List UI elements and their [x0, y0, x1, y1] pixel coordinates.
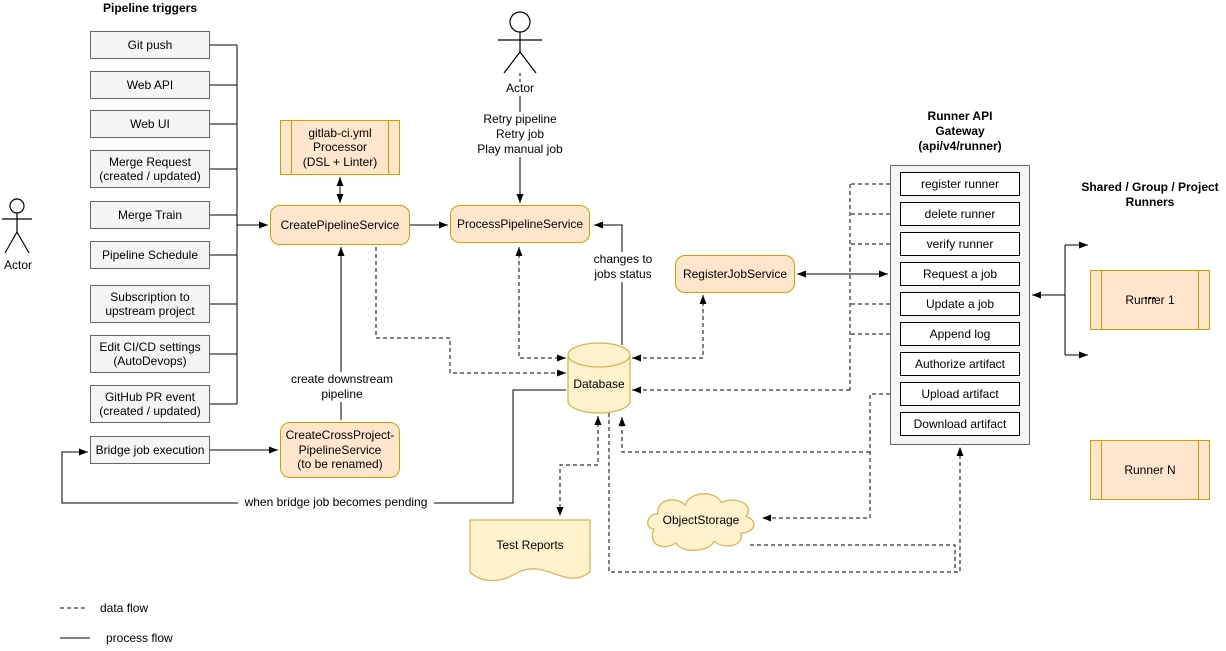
create-cross-project-pipeline-service: CreateCrossProject- PipelineService (to … [280, 422, 400, 478]
edge-createpipeline-to-db [375, 247, 566, 377]
trigger-merge-train: Merge Train [90, 201, 210, 229]
edge-db-to-process-status [594, 221, 623, 345]
trigger-github-pr-event: GitHub PR event (created / updated) [90, 385, 210, 423]
endpoint-download-artifact: Download artifact [900, 412, 1020, 436]
edge-objectstorage-to-download [750, 544, 956, 572]
trigger-pipeline-schedule: Pipeline Schedule [90, 241, 210, 269]
edge-upload-to-db [618, 417, 870, 453]
edge-registerjob-db [632, 295, 707, 362]
runner-n: Runner N [1090, 440, 1210, 500]
endpoint-update-a-job: Update a job [900, 292, 1020, 316]
actor-top-icon [498, 11, 542, 82]
actor-top-label: Actor [505, 81, 534, 95]
endpoint-append-log: Append log [900, 322, 1020, 346]
process-pipeline-service: ProcessPipelineService [450, 205, 590, 243]
gitlab-ci-yml-processor: gitlab-ci.yml Processor (DSL + Linter) [280, 120, 400, 175]
test-reports-label: Test Reports [496, 538, 564, 552]
actor-left-icon [2, 198, 32, 254]
legend-process-flow-label: process flow [106, 631, 173, 645]
trigger-git-push: Git push [90, 31, 210, 59]
trigger-web-api: Web API [90, 71, 210, 99]
edge-gateway-db-bus [849, 183, 890, 390]
actor-top-actions: Retry pipeline Retry job Play manual job [458, 112, 582, 157]
edge-db-testreports [556, 416, 602, 516]
endpoint-authorize-artifact: Authorize artifact [900, 352, 1020, 376]
object-storage-cloud [647, 493, 755, 551]
edge-label-bridge-pending: when bridge job becomes pending [238, 495, 434, 510]
trigger-subscription-upstream: Subscription to upstream project [90, 285, 210, 323]
edge-label-create-downstream: create downstream pipeline [282, 372, 402, 402]
test-reports-document [469, 519, 591, 582]
runners-title: Shared / Group / Project Runners [1081, 180, 1219, 209]
register-job-service: RegisterJobService [675, 255, 795, 293]
legend-data-flow-label: data flow [100, 601, 149, 615]
database-label: Database [573, 377, 625, 391]
trigger-web-ui: Web UI [90, 110, 210, 138]
endpoint-delete-runner: delete runner [900, 202, 1020, 226]
database-cylinder [567, 342, 631, 414]
endpoint-register-runner: register runner [900, 172, 1020, 196]
edge-triggers-bus [210, 44, 238, 405]
endpoint-request-a-job: Request a job [900, 262, 1020, 286]
object-storage-label: ObjectStorage [662, 513, 740, 527]
edge-upload-to-objectstorage [762, 393, 890, 522]
trigger-edit-cicd-settings: Edit CI/CD settings (AutoDevops) [90, 335, 210, 373]
runner-1: Runner 1 [1090, 270, 1210, 330]
trigger-merge-request: Merge Request (created / updated) [90, 150, 210, 188]
actor-left-label: Actor [3, 258, 32, 272]
edge-process-db [515, 247, 566, 362]
endpoint-upload-artifact: Upload artifact [900, 382, 1020, 406]
runners-ellipsis: ... [1144, 286, 1156, 302]
endpoint-verify-runner: verify runner [900, 232, 1020, 256]
triggers-title: Pipeline triggers [102, 1, 198, 15]
create-pipeline-service: CreatePipelineService [270, 205, 410, 245]
gateway-title: Runner API Gateway (api/v4/runner) [918, 109, 1002, 153]
edge-db-to-download [608, 413, 964, 573]
trigger-bridge-job-execution: Bridge job execution [90, 436, 210, 464]
edge-label-changes-to-jobs: changes to jobs status [584, 252, 662, 282]
